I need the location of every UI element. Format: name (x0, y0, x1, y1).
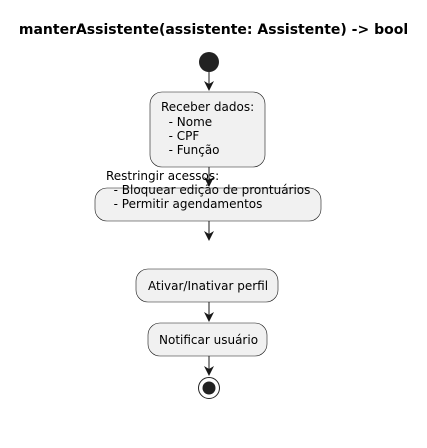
receber-dados-line-4: - Função (161, 143, 220, 157)
activity-ativar-inativar-perfil: Ativar/Inativar perfil (0, 0, 287, 303)
restringir-acessos-line-1: Restringir acessos: (106, 169, 219, 183)
end-node (198, 377, 220, 399)
receber-dados-line-2: - Nome (161, 115, 212, 129)
activity-receber-dados: Receber dados: - Nome - CPF - Função (0, 0, 281, 168)
activity-notificar-usuario: Notificar usuário (147, 322, 268, 357)
diagram-title: manterAssistente(assistente: Assistente)… (18, 22, 409, 38)
svg-text:Notificar usuário: Notificar usuário (159, 333, 258, 347)
svg-text:Receber dados: - Nome: Receber dados: - Nome - CPF - Função (0, 0, 281, 157)
notificar-usuario-label: Notificar usuário (159, 333, 258, 347)
restringir-acessos-line-3: - Permitir agendamentos (106, 197, 262, 211)
restringir-acessos-line-2: - Bloquear edição de prontuários (106, 183, 310, 197)
start-node (199, 52, 219, 72)
activity-restringir-acessos: Restringir acessos: - Bloquear edição de… (0, 0, 337, 222)
svg-text:Restringir acessos: -: Restringir acessos: - Bloquear edição de… (0, 0, 337, 211)
ativar-inativar-perfil-label: Ativar/Inativar perfil (148, 279, 268, 293)
svg-text:Ativar/Inativar perfil: Ativar/Inativar perfil (0, 0, 287, 293)
receber-dados-line-1: Receber dados: (161, 100, 254, 114)
receber-dados-line-3: - CPF (161, 129, 199, 143)
